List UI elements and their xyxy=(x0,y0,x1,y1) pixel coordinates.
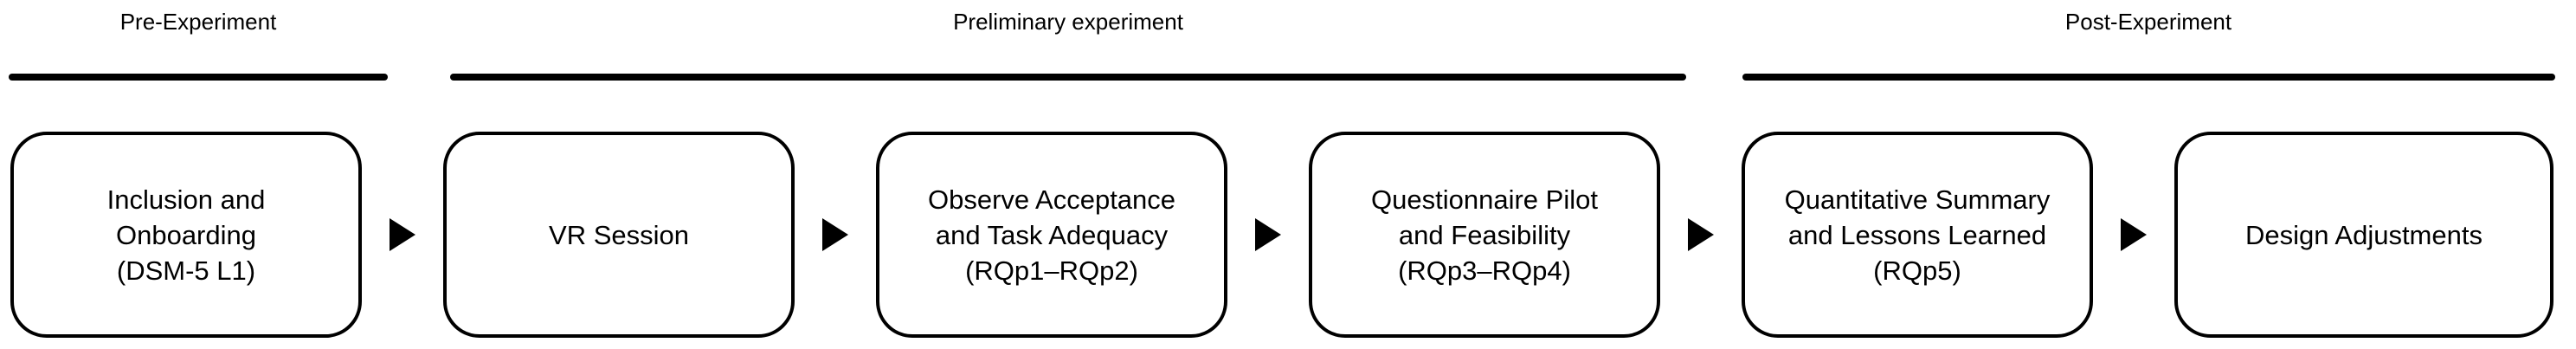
node-label: Quantitative Summary and Lessons Learned… xyxy=(1784,184,2051,286)
phase-bar-preliminary-experiment xyxy=(450,74,1686,81)
node-observe-acceptance-and-task-adequacy[interactable]: Observe Acceptance and Task Adequacy (RQ… xyxy=(876,132,1227,338)
arrow-right-icon-5 xyxy=(2121,218,2147,251)
node-label: VR Session xyxy=(549,219,689,250)
node-label: Inclusion and Onboarding (DSM-5 L1) xyxy=(106,184,266,286)
arrow-right-icon-1 xyxy=(390,218,415,251)
phase-label-pre-experiment: Pre-Experiment xyxy=(119,9,277,35)
node-inclusion-and-onboarding[interactable]: Inclusion and Onboarding (DSM-5 L1) xyxy=(10,132,362,338)
node-label: Questionnaire Pilot and Feasibility (RQp… xyxy=(1371,184,1598,286)
phase-label-post-experiment: Post-Experiment xyxy=(2064,9,2232,35)
node-label: Observe Acceptance and Task Adequacy (RQ… xyxy=(927,184,1176,286)
phase-bar-post-experiment xyxy=(1742,74,2555,81)
arrow-right-icon-3 xyxy=(1255,218,1281,251)
node-quantitative-summary-and-lessons-learned[interactable]: Quantitative Summary and Lessons Learned… xyxy=(1742,132,2093,338)
arrow-right-icon-4 xyxy=(1688,218,1714,251)
node-vr-session[interactable]: VR Session xyxy=(443,132,795,338)
phase-label-preliminary-experiment: Preliminary experiment xyxy=(953,9,1183,35)
phase-bar-pre-experiment xyxy=(9,74,388,81)
arrow-right-icon-2 xyxy=(822,218,848,251)
node-questionnaire-pilot-and-feasibility[interactable]: Questionnaire Pilot and Feasibility (RQp… xyxy=(1309,132,1660,338)
node-label: Design Adjustments xyxy=(2245,219,2483,250)
node-design-adjustments[interactable]: Design Adjustments xyxy=(2174,132,2553,338)
